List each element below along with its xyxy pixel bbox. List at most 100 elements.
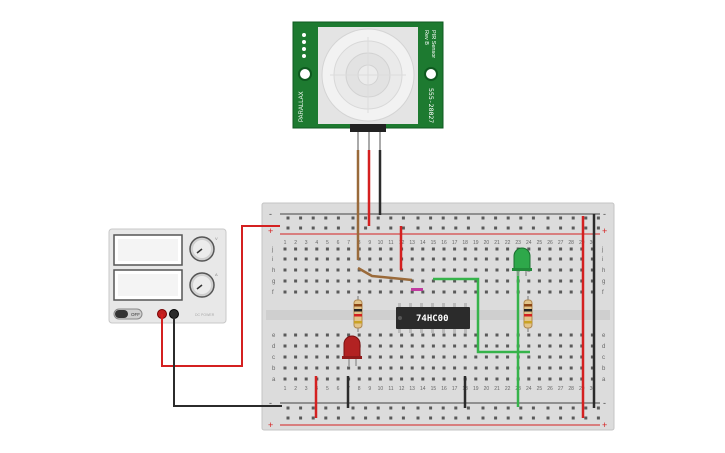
breadboard-hole [474,257,478,261]
rail-hole [376,416,380,420]
breadboard-hole [442,290,446,294]
power-switch[interactable]: OFF [113,308,143,320]
breadboard-hole [336,333,340,337]
breadboard-hole [569,290,573,294]
breadboard-hole [347,366,351,370]
column-number-bottom: 5 [326,386,329,392]
breadboard-hole [495,344,499,348]
breadboard-hole [431,290,435,294]
breadboard-hole [368,344,372,348]
rail-hole [519,216,523,220]
breadboard-hole [336,279,340,283]
current-knob[interactable] [189,272,215,298]
breadboard-hole [283,268,287,272]
breadboard-hole [336,257,340,261]
brown-jumper-wire[interactable] [357,266,413,282]
breadboard-hole [537,268,541,272]
breadboard-hole [431,333,435,337]
rail-hole [546,406,550,410]
resistor-right[interactable] [523,296,533,332]
column-number-bottom: 22 [505,386,511,392]
voltage-knob[interactable] [189,236,215,262]
row-letter-right: h [602,268,605,274]
column-number-bottom: 1 [284,386,287,392]
supply-positive-wire[interactable] [161,225,280,367]
breadboard-hole [495,257,499,261]
breadboard-hole [389,257,393,261]
breadboard-hole [495,247,499,251]
column-number-bottom: 30 [590,386,596,392]
rail-hole [571,416,575,420]
column-number-bottom: 13 [409,386,415,392]
purple-jumper-wire[interactable] [411,288,423,291]
row-letter-right: a [602,377,606,383]
row-letter-right: d [602,344,605,350]
breadboard-hole [378,333,382,337]
breadboard-hole [347,247,351,251]
column-number-bottom: 17 [452,386,458,392]
rail-hole [546,216,550,220]
pir-header [350,124,386,132]
column-number-bottom: 6 [337,386,340,392]
rail-hole [336,226,340,230]
led-red[interactable] [342,335,362,366]
column-number-top: 6 [337,240,340,246]
column-number-top: 2 [294,240,297,246]
breadboard-hole [548,247,552,251]
column-number-bottom: 21 [494,386,500,392]
breadboard-hole [347,257,351,261]
led-green[interactable] [512,247,532,276]
rail-hole [506,216,510,220]
column-number-top: 30 [590,240,596,246]
rail-hole [481,216,485,220]
column-number-top: 17 [452,240,458,246]
resistor-left[interactable] [353,296,363,332]
power-supply[interactable]: V A OFF DC POWER [108,228,227,324]
breadboard-hole [453,355,457,359]
rail-hole [531,406,535,410]
ic-74hc00[interactable]: 74HC00 [396,303,470,333]
rail-hole [416,416,420,420]
breadboard-hole [463,268,467,272]
breadboard-hole [548,290,552,294]
breadboard-hole [421,279,425,283]
supply-negative-wire[interactable] [173,314,282,407]
breadboard-hole [304,279,308,283]
knob-label-v: V [215,236,218,241]
breadboard-hole [431,279,435,283]
breadboard-hole [378,268,382,272]
breadboard-hole [315,333,319,337]
green-jumper-wire-long[interactable] [433,277,530,354]
breadboard-hole [559,290,563,294]
power-supply-brand: DC POWER [195,313,215,317]
breadboard-hole [347,290,351,294]
power-switch-label: OFF [131,312,140,317]
breadboard-hole [559,247,563,251]
rail-hole [351,416,355,420]
row-letter-left: h [272,268,275,274]
breadboard-hole [506,268,510,272]
breadboard-hole [537,366,541,370]
breadboard-hole [431,247,435,251]
breadboard-hole [442,344,446,348]
column-number-bottom: 11 [388,386,393,392]
breadboard-hole [537,247,541,251]
breadboard-hole [304,355,308,359]
breadboard-hole [548,344,552,348]
breadboard-hole [400,290,404,294]
pir-side-label-2: Rev B [423,30,429,45]
rail-hole [596,216,600,220]
breadboard-hole [484,257,488,261]
breadboard-hole [400,344,404,348]
breadboard-hole [304,247,308,251]
breadboard-hole [421,290,425,294]
rail-plus-label-tr: + [602,226,607,236]
rail-hole [481,226,485,230]
pir-sensor[interactable]: PIR Sensor Rev B 555-28027 PARALLAX [292,21,444,132]
breadboard-hole [389,290,393,294]
breadboard-hole [548,355,552,359]
column-number-top: 19 [473,240,479,246]
breadboard-hole [463,366,467,370]
rail-hole [494,226,498,230]
breadboard-hole [569,268,573,272]
